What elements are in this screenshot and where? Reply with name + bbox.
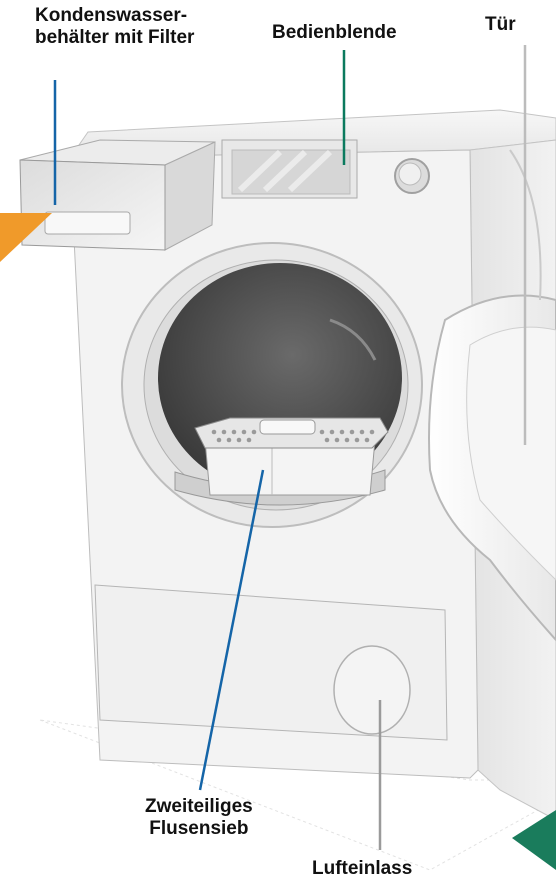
air-inlet-circle: [334, 646, 410, 734]
lint-filter-grip: [260, 420, 315, 434]
green-accent-triangle: [512, 810, 556, 870]
program-knob-inner: [399, 163, 421, 185]
condenser-drawer-front: [20, 160, 165, 250]
condenser-drawer-handle: [45, 212, 130, 234]
